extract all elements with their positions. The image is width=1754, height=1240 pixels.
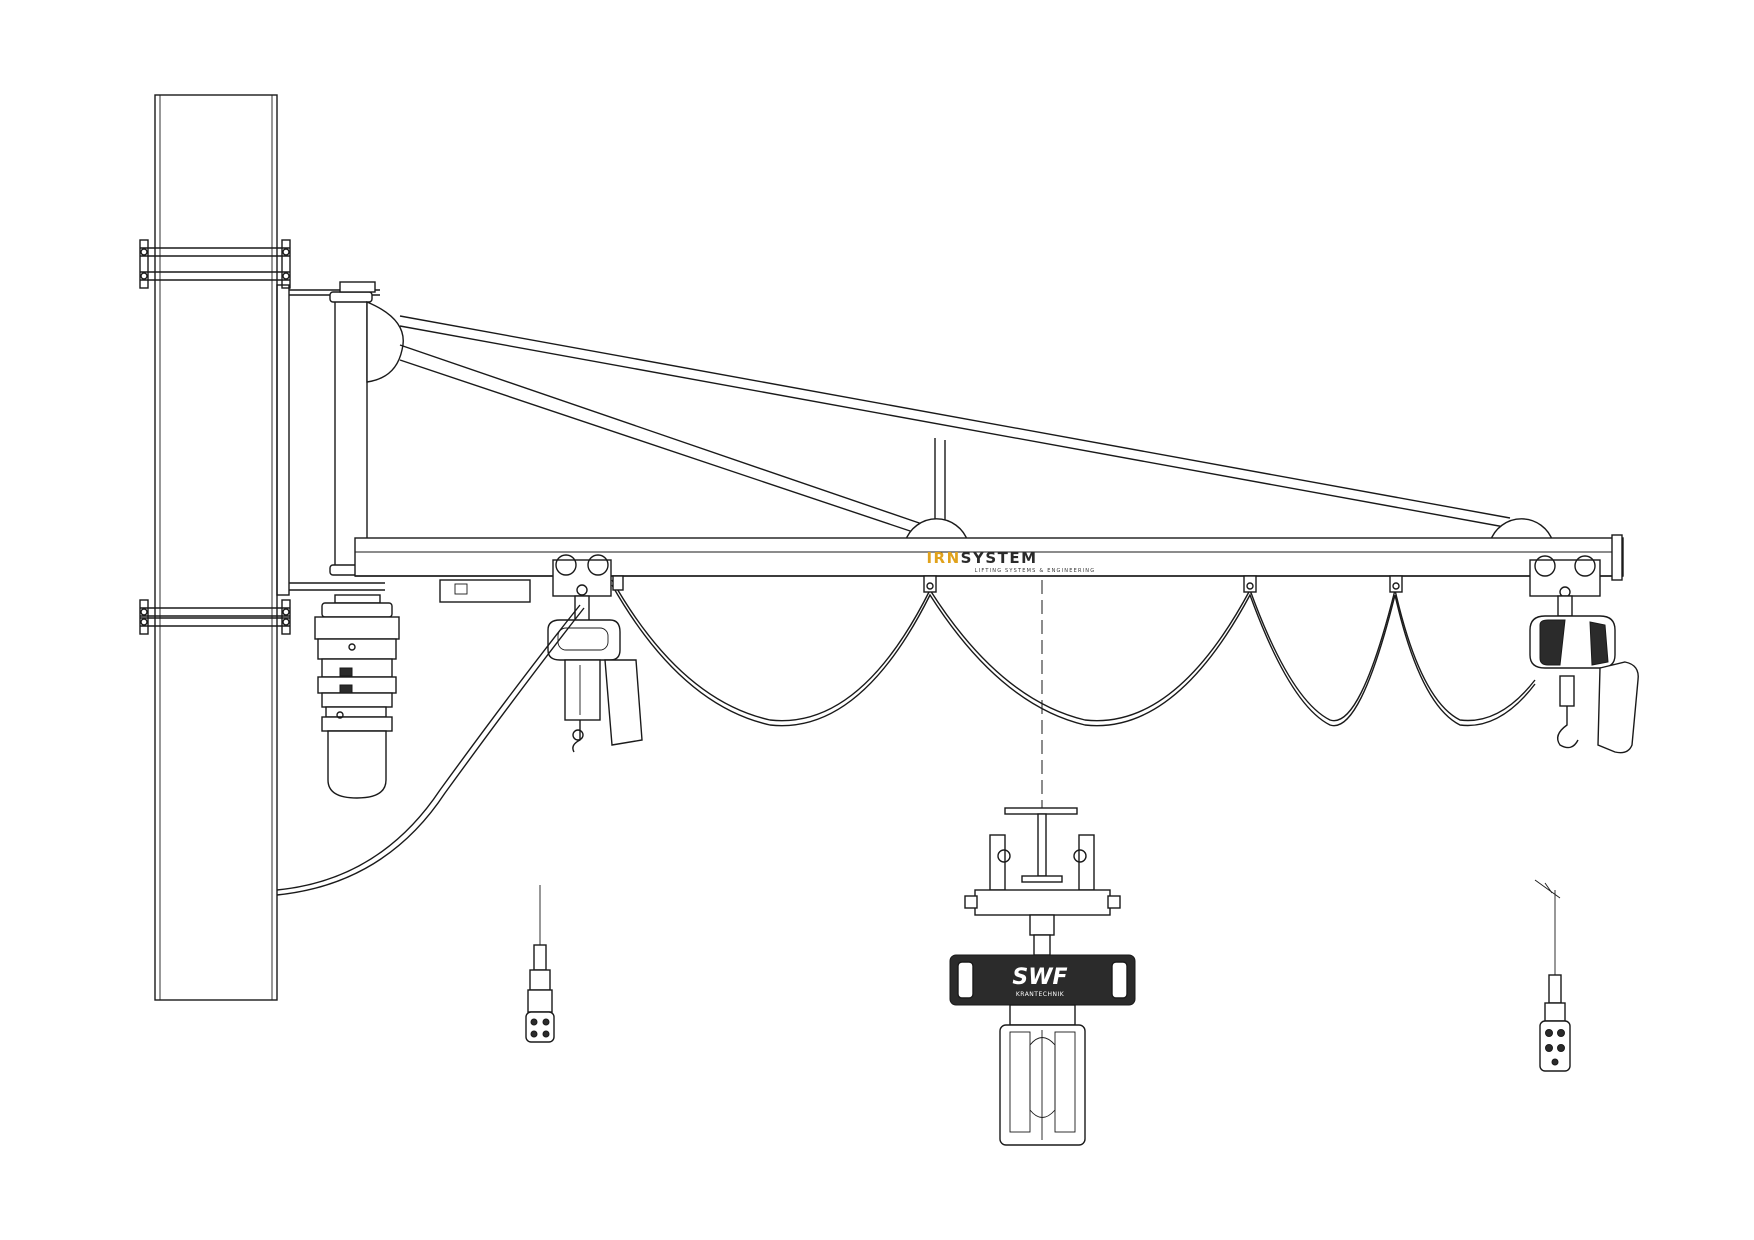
section-hoist-brand-sub: KRANTECHNIK [1016, 991, 1065, 998]
logo-part-system: SYSTEM [961, 549, 1038, 567]
left-trolley-hoist [547, 554, 643, 753]
right-hoist-brand: SWF [1564, 639, 1587, 649]
logo-part-n: N [947, 549, 961, 567]
section-hoist-brand: SWF [1012, 965, 1067, 990]
logo-tagline: LIFTING SYSTEMS & ENGINEERING [975, 568, 1096, 574]
logo-part-ir: IR [926, 549, 946, 567]
left-pendant-control [525, 885, 555, 1043]
pendant-feed-cable [276, 604, 585, 896]
slewing-drive-motor [314, 594, 400, 799]
pivot-column [329, 281, 404, 576]
cable-hangers [612, 575, 1403, 593]
tie-rods [399, 315, 1554, 543]
right-pendant-control [1534, 879, 1571, 1072]
section-view-hoist: SWF KRANTECHNIK [949, 807, 1136, 1146]
wall-column [154, 94, 278, 1001]
festoon-cable [611, 579, 1536, 727]
ironsystem-logo: IRNSYSTEM LIFTING SYSTEMS & ENGINEERING [926, 549, 1096, 574]
lower-wall-clamp [139, 599, 291, 635]
right-trolley-hoist: SWF [1529, 555, 1639, 754]
svg-text:IRNSYSTEM: IRNSYSTEM [926, 549, 1037, 567]
upper-wall-clamp [139, 239, 291, 289]
